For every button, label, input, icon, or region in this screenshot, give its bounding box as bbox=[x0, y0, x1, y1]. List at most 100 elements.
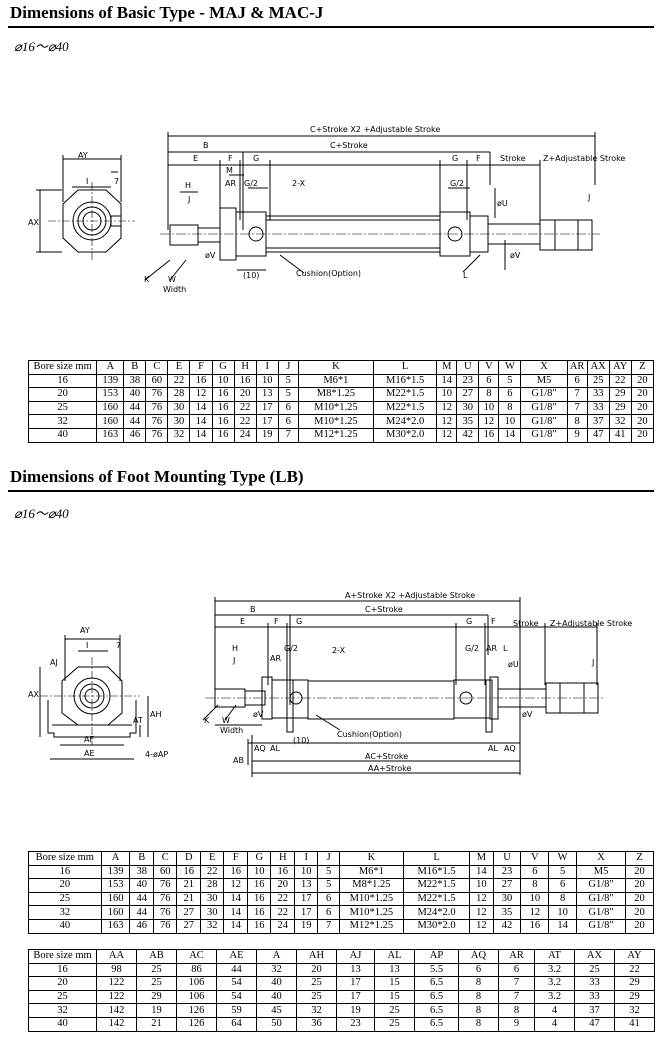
label-ten: (10) bbox=[243, 271, 259, 280]
foot-table1-cell: M10*1.25 bbox=[338, 891, 404, 907]
foot-table1-cell: 163 bbox=[100, 918, 131, 934]
basic-table-cell: 17 bbox=[255, 414, 279, 429]
foot-table1-cell: 60 bbox=[152, 864, 178, 880]
label-v2: øV bbox=[510, 251, 521, 260]
basic-table-cell: 12 bbox=[478, 414, 500, 429]
foot-table2-cell: 8 bbox=[458, 976, 499, 991]
foot-table2-cell: 3.2 bbox=[534, 989, 575, 1005]
basic-table-cell: G1/8" bbox=[520, 414, 568, 429]
foot-table1-cell: 6 bbox=[317, 905, 340, 920]
section2-title: Dimensions of Foot Mounting Type (LB) bbox=[10, 467, 304, 486]
basic-table-cell: M6*1 bbox=[297, 373, 375, 389]
foot-label-ar: AR bbox=[270, 654, 281, 663]
foot-label-ax: AX bbox=[28, 690, 39, 699]
foot-table1-header-cell: W bbox=[548, 851, 577, 866]
foot-table1-cell: 38 bbox=[129, 864, 154, 880]
foot-table1-header-cell: Z bbox=[625, 851, 654, 866]
basic-table-cell: 32 bbox=[608, 414, 632, 429]
basic-table-cell: 163 bbox=[96, 427, 125, 443]
basic-table-header-cell: F bbox=[189, 360, 213, 375]
basic-table-cell: 40 bbox=[27, 427, 98, 443]
basic-table-cell: 37 bbox=[586, 414, 610, 429]
foot-table2-cell: 86 bbox=[176, 962, 217, 978]
basic-table-cell: 76 bbox=[145, 414, 169, 429]
basic-table-header-cell: Z bbox=[630, 360, 655, 375]
foot-table1-header-cell: B bbox=[129, 851, 154, 866]
basic-table-cell: M24*2.0 bbox=[373, 414, 438, 429]
foot-table1-cell: 10 bbox=[293, 864, 319, 880]
foot-table1-cell: 16 bbox=[223, 864, 248, 880]
basic-table-cell: 7 bbox=[277, 427, 299, 443]
label-g-half: G/2 bbox=[244, 179, 258, 188]
basic-table-cell: M10*1.25 bbox=[297, 414, 375, 429]
foot-table1-cell: 76 bbox=[152, 878, 178, 893]
foot-table2-cell: 7 bbox=[498, 989, 535, 1005]
foot-table2-cell: 6.5 bbox=[414, 1003, 459, 1018]
basic-table-cell: 8 bbox=[566, 414, 588, 429]
foot-label-ac-stroke: AC+Stroke bbox=[365, 752, 408, 761]
basic-table-cell: 16 bbox=[233, 373, 257, 389]
foot-table2-header-cell: AT bbox=[534, 949, 575, 964]
basic-table-cell: 27 bbox=[456, 387, 480, 402]
foot-table2-cell: 64 bbox=[216, 1016, 257, 1032]
foot-table2-cell: 16 bbox=[28, 962, 97, 978]
basic-table-cell: 5 bbox=[498, 373, 522, 389]
basic-table-cell: 6 bbox=[566, 373, 588, 389]
basic-table-cell: 14 bbox=[189, 400, 213, 416]
foot-table2-cell: 3.2 bbox=[534, 962, 575, 978]
basic-table-cell: M22*1.5 bbox=[373, 400, 438, 416]
foot-table1-cell: 16 bbox=[176, 864, 201, 880]
foot-table2-cell: 19 bbox=[136, 1003, 177, 1018]
foot-label-u: øU bbox=[508, 660, 519, 669]
basic-table-cell: 6 bbox=[277, 414, 299, 429]
label-ax: AX bbox=[28, 218, 39, 227]
foot-table1-cell: 21 bbox=[176, 878, 201, 893]
basic-table-cell: 8 bbox=[478, 387, 500, 402]
label-ay: AY bbox=[78, 151, 88, 160]
basic-table-cell: 9 bbox=[566, 427, 588, 443]
basic-table-cell: 23 bbox=[456, 373, 480, 389]
basic-table-header-cell: M bbox=[436, 360, 458, 375]
basic-table-cell: 46 bbox=[123, 427, 147, 443]
label-c-stroke: C+Stroke bbox=[330, 141, 368, 150]
basic-table-cell: 160 bbox=[96, 400, 125, 416]
label-f2: F bbox=[476, 154, 481, 163]
basic-table-cell: M22*1.5 bbox=[373, 387, 438, 402]
foot-table1-cell: 16 bbox=[28, 864, 102, 880]
foot-table2-cell: 15 bbox=[374, 976, 415, 991]
basic-table-cell: 30 bbox=[167, 400, 191, 416]
foot-table1-cell: 6 bbox=[317, 891, 340, 907]
label-h: H bbox=[185, 181, 191, 190]
foot-table2-cell: 8 bbox=[458, 1016, 499, 1032]
foot-table2-cell: 142 bbox=[96, 1003, 137, 1018]
label-f: F bbox=[228, 154, 233, 163]
basic-table-cell: 22 bbox=[233, 414, 257, 429]
basic-type-drawing: AY I 7 AX C+Stroke X2 +Adjustable Stroke… bbox=[28, 125, 625, 294]
foot-table1-cell: 44 bbox=[129, 905, 154, 920]
basic-table-cell: M30*2.0 bbox=[373, 427, 438, 443]
foot-table1-cell: M10*1.25 bbox=[338, 905, 404, 920]
foot-table2-cell: 7 bbox=[498, 976, 535, 991]
foot-table1-cell: 32 bbox=[199, 918, 225, 934]
basic-table-cell: 22 bbox=[233, 400, 257, 416]
foot-table1-cell: M22*1.5 bbox=[402, 891, 471, 907]
basic-table-cell: 20 bbox=[630, 414, 655, 429]
foot-table1-header-cell: C bbox=[152, 851, 178, 866]
foot-table1-cell: G1/8" bbox=[575, 905, 627, 920]
foot-table1-cell: 32 bbox=[28, 905, 102, 920]
basic-table-cell: 12 bbox=[436, 414, 458, 429]
foot-label-k: K bbox=[204, 716, 210, 725]
foot-table2-cell: 29 bbox=[614, 989, 655, 1005]
basic-table-cell: 14 bbox=[189, 414, 213, 429]
foot-table2-cell: 50 bbox=[256, 1016, 297, 1032]
basic-table-cell: 20 bbox=[630, 373, 655, 389]
foot-table2-cell: 6 bbox=[498, 962, 535, 978]
foot-table2-cell: 37 bbox=[574, 1003, 615, 1018]
foot-label-g2: G bbox=[466, 617, 472, 626]
basic-table-header-cell: H bbox=[233, 360, 257, 375]
basic-table-cell: 5 bbox=[277, 387, 299, 402]
foot-table2-cell: 15 bbox=[374, 989, 415, 1005]
